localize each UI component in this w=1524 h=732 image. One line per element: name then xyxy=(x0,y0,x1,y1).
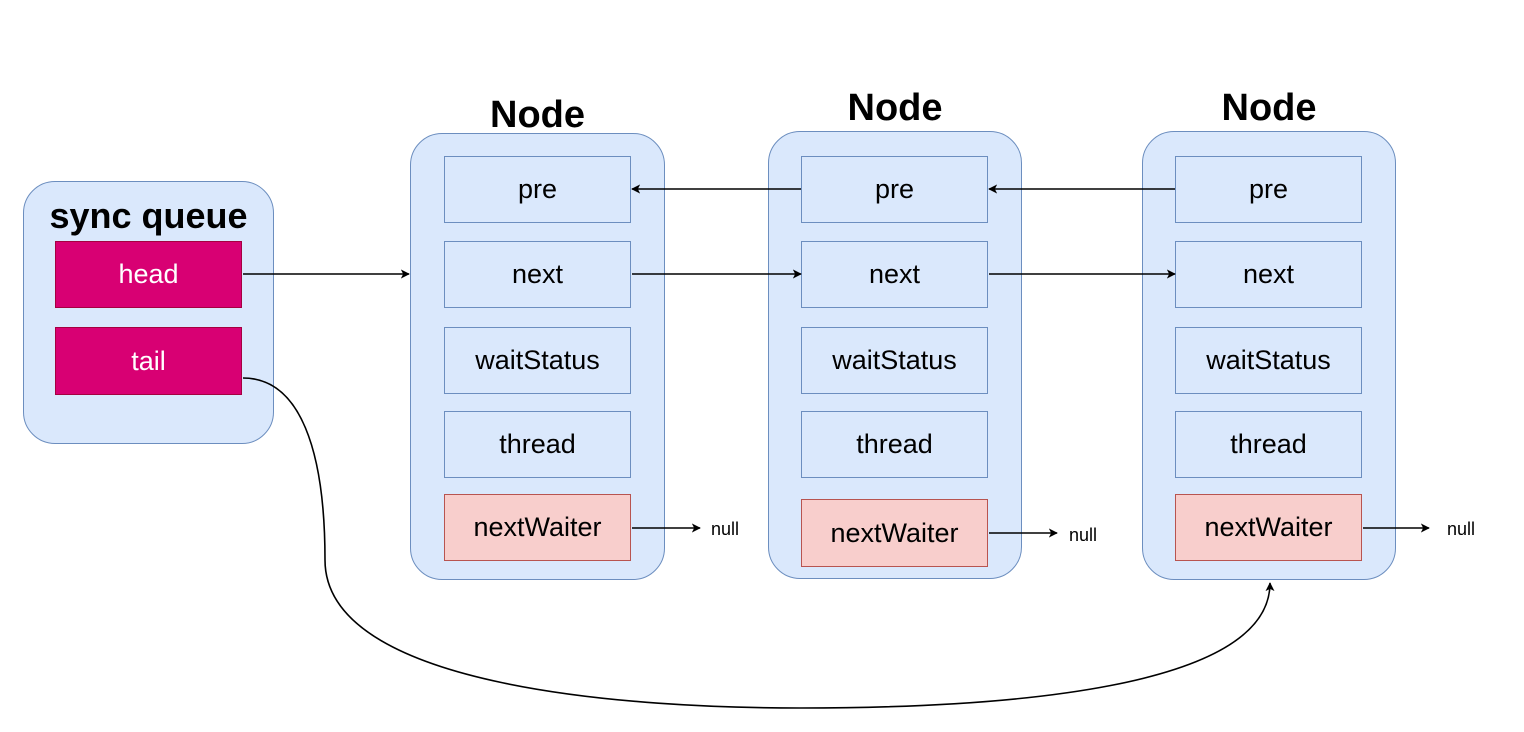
node-3-waitstatus-field: waitStatus xyxy=(1175,327,1362,394)
node-3-title: Node xyxy=(1221,87,1317,129)
node-3-next-field: next xyxy=(1175,241,1362,308)
node-1-waitstatus-field: waitStatus xyxy=(444,327,631,394)
node-3-thread-field: thread xyxy=(1175,411,1362,478)
node-1-pre-field: pre xyxy=(444,156,631,223)
tail-field: tail xyxy=(55,327,242,395)
node-1-thread-field: thread xyxy=(444,411,631,478)
sync-queue-title: sync queue xyxy=(49,195,248,236)
node-2-thread-field: thread xyxy=(801,411,988,478)
sync-queue-container xyxy=(23,181,274,444)
node-1-nextwaiter-field: nextWaiter xyxy=(444,494,631,561)
node-2-null-label: null xyxy=(1069,525,1098,545)
node-2-next-field: next xyxy=(801,241,988,308)
node-1-title: Node xyxy=(490,94,585,136)
node-3-null-label: null xyxy=(1447,519,1476,539)
tail-to-node-3-curve xyxy=(242,377,1275,709)
node-1-null-label: null xyxy=(711,519,740,539)
head-field: head xyxy=(55,241,242,308)
node-2-title: Node xyxy=(847,87,943,129)
node-2-nextwaiter-field: nextWaiter xyxy=(801,499,988,567)
node-1-next-field: next xyxy=(444,241,631,308)
node-3-pre-field: pre xyxy=(1175,156,1362,223)
node-2-waitstatus-field: waitStatus xyxy=(801,327,988,394)
node-2-pre-field: pre xyxy=(801,156,988,223)
node-3-nextwaiter-field: nextWaiter xyxy=(1175,494,1362,561)
